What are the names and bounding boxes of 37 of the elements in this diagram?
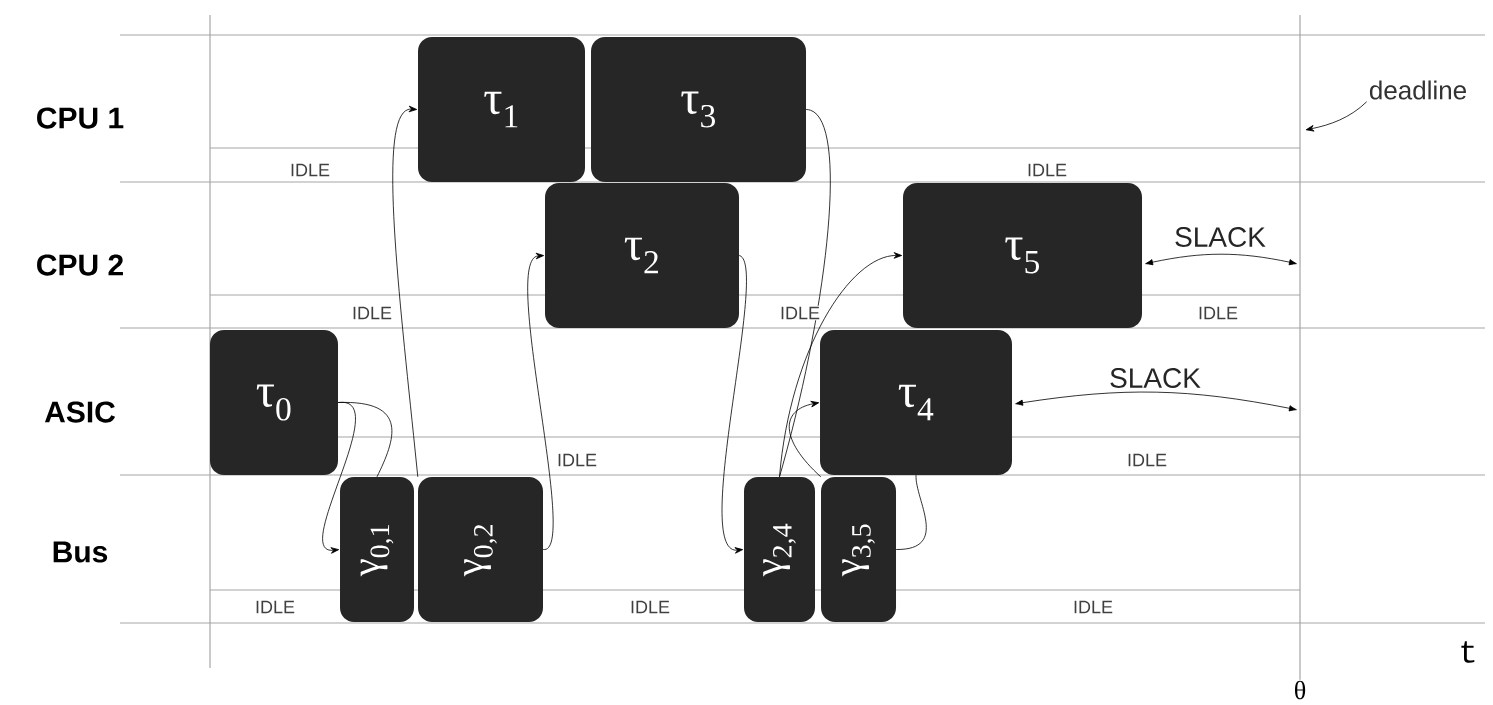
idle-label: IDLE xyxy=(254,599,296,615)
task-box: τ$_{3}$ xyxy=(591,37,806,182)
lane-label: CPU 2 xyxy=(34,253,126,277)
node-label: τ$_{3}$ xyxy=(681,91,715,128)
connector-arrow xyxy=(788,400,822,478)
idle-label: IDLE xyxy=(779,305,821,321)
message-box: γ$_{2,4}$ xyxy=(744,477,815,622)
idle-label: IDLE xyxy=(289,162,331,178)
idle-label: IDLE xyxy=(351,305,393,321)
task-box: τ$_{2}$ xyxy=(545,183,739,328)
lane-label: ASIC xyxy=(43,400,117,424)
task-box: τ$_{4}$ xyxy=(820,330,1012,475)
connector-arrow xyxy=(779,252,903,478)
message-box: γ$_{3,5}$ xyxy=(821,477,896,622)
task-box: τ$_{1}$ xyxy=(418,37,585,182)
idle-label: IDLE xyxy=(556,452,598,468)
lane-label: CPU 1 xyxy=(34,106,126,130)
task-box: τ$_{5}$ xyxy=(903,183,1142,328)
idle-label: IDLE xyxy=(1072,599,1114,615)
idle-label: IDLE xyxy=(1126,452,1168,468)
connector-arrow xyxy=(527,252,554,550)
slack-label: SLACK xyxy=(1108,367,1202,389)
idle-label: IDLE xyxy=(629,599,671,615)
idle-label: IDLE xyxy=(1197,305,1239,321)
deadline-label: deadline xyxy=(1369,80,1466,100)
connector-arrow xyxy=(721,255,747,554)
connector-arrow xyxy=(392,105,419,478)
slack-label: SLACK xyxy=(1173,226,1267,248)
node-label: γ$_{3,5}$ xyxy=(842,524,875,577)
message-box: γ$_{0,1}$ xyxy=(340,477,414,622)
lane-label: Bus xyxy=(50,540,110,564)
connector-arrow xyxy=(322,402,356,554)
task-box: τ$_{0}$ xyxy=(210,330,338,475)
node-label: τ$_{2}$ xyxy=(624,237,658,274)
leader-arrow xyxy=(1305,101,1368,132)
time-axis-label: t xyxy=(1457,640,1479,664)
message-box: γ$_{0,2}$ xyxy=(418,477,543,622)
